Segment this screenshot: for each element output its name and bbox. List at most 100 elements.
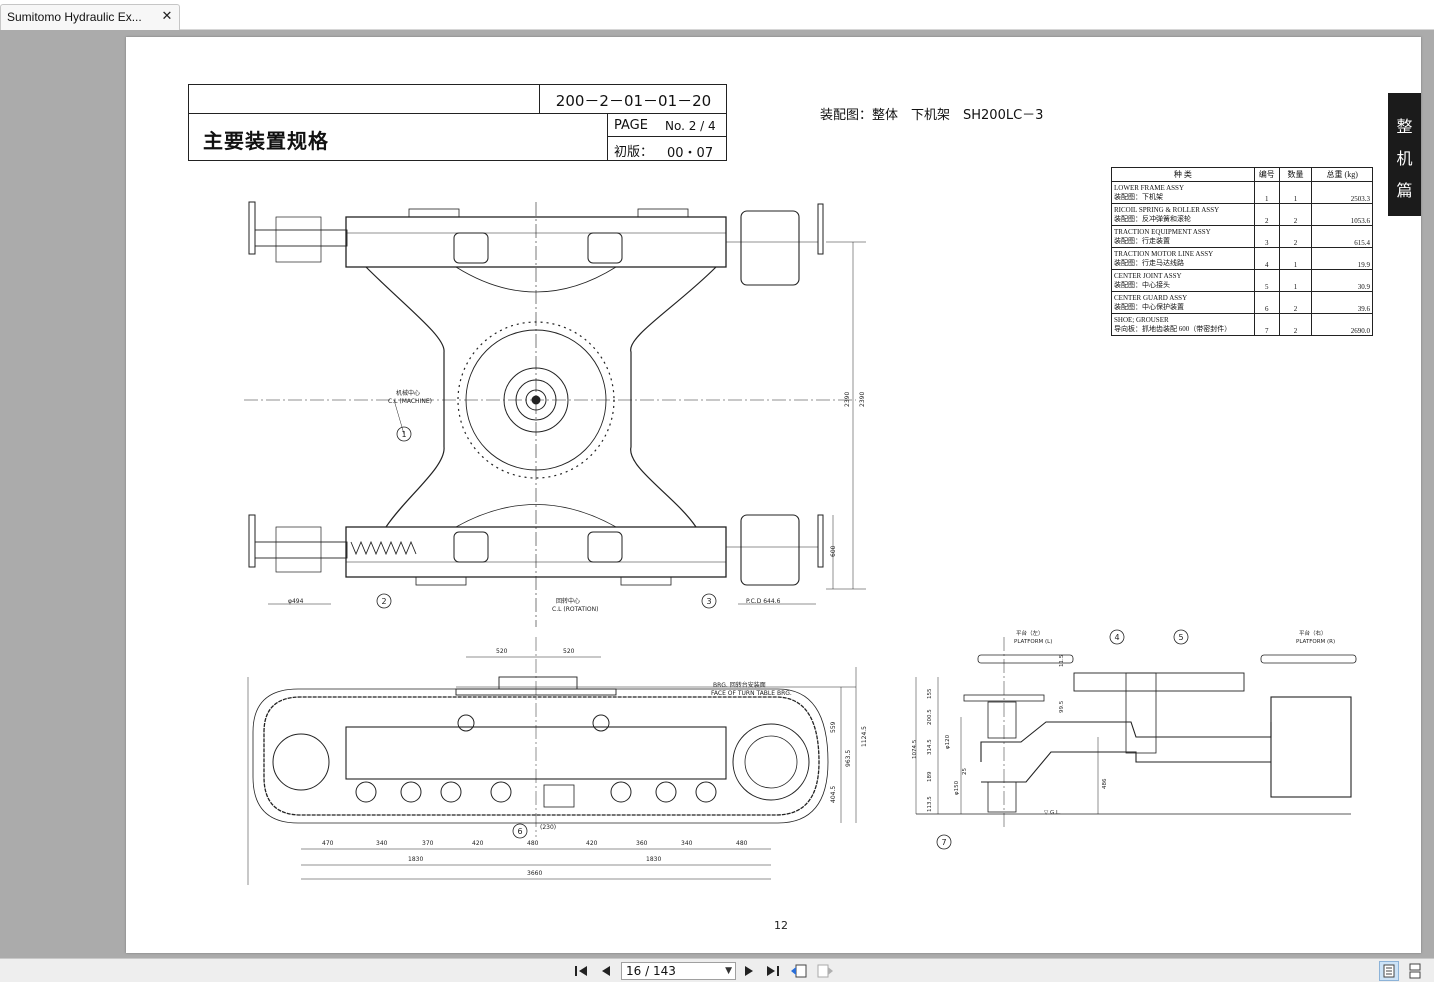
- lower-frame-top-view: [244, 201, 866, 627]
- dim-3660: 3660: [527, 870, 542, 877]
- tab-title: Sumitomo Hydraulic Ex...: [7, 10, 142, 24]
- printed-page-number: 12: [774, 919, 788, 932]
- single-page-view-button[interactable]: [1379, 961, 1399, 981]
- platform-right-en: PLATFORM (R): [1296, 639, 1335, 645]
- doc-number: 200－2－01－01－20: [555, 92, 712, 110]
- part-name-en: TRACTION MOTOR LINE ASSY: [1114, 249, 1214, 258]
- dim-559: 559: [830, 721, 837, 733]
- track-side-view: [247, 637, 857, 885]
- part-no: 6: [1253, 291, 1280, 314]
- part-name-cn: 装配图：行走装置: [1114, 236, 1170, 245]
- part-no: 1: [1253, 181, 1280, 204]
- chevron-down-icon[interactable]: ▼: [725, 966, 732, 976]
- dim-2390-b: 2390: [859, 392, 866, 407]
- part-name-en: LOWER FRAME ASSY: [1114, 183, 1185, 192]
- platform-left: 平台（左）: [1016, 629, 1044, 637]
- callout-1: 1: [401, 430, 406, 439]
- rear-dim-314-5: 314.5: [927, 739, 933, 755]
- brg-note: BRG. 回转台安装面: [713, 681, 766, 689]
- next-page-button[interactable]: [739, 961, 759, 981]
- go-back-icon: [791, 964, 807, 978]
- previous-page-icon: [602, 966, 610, 976]
- close-icon[interactable]: ✕: [161, 9, 173, 24]
- last-page-icon: [767, 966, 779, 976]
- section-side-tab: 整 机 篇: [1388, 93, 1421, 216]
- rear-dim-200-5: 200.5: [927, 709, 933, 725]
- callout-2: 2: [381, 597, 386, 606]
- cl-machine-en: C.L (MACHINE): [388, 398, 432, 405]
- page-no: No. 2 / 4: [665, 119, 716, 133]
- assembly-caption: 装配图：整体 下机架 SH200LC－3: [820, 108, 1044, 123]
- rear-dim-1074-5: 1074.5: [912, 739, 918, 759]
- continuous-view-button[interactable]: [1405, 961, 1425, 981]
- callout-5: 5: [1178, 633, 1183, 642]
- dim-963-5: 963.5: [845, 750, 852, 767]
- title-block: 200－2－01－01－20 主要装置规格 PAGE No. 2 / 4 初版：…: [188, 84, 727, 161]
- page-number-field[interactable]: 16 / 143 ▼: [621, 962, 736, 980]
- dim-bottom-3: 370: [422, 840, 434, 847]
- platform-left-en: PLATFORM (L): [1014, 639, 1052, 645]
- dim-2390-a: 2390: [844, 392, 851, 407]
- forward-view-button[interactable]: [815, 961, 835, 981]
- part-name-cn: 装配图：行走马达线路: [1114, 258, 1184, 267]
- part-name-en: SHOE; GROUSER: [1114, 315, 1169, 324]
- side-tab-char-1: 整: [1396, 117, 1413, 136]
- rear-dim-99-5: 99.5: [1059, 700, 1065, 713]
- cl-rotation-en: C.L (ROTATION): [552, 606, 598, 613]
- rear-dim-phi150: φ150: [954, 780, 960, 795]
- rear-dim-189: 189: [927, 771, 933, 782]
- part-name-cn: 装配图：中心保护装置: [1114, 302, 1184, 311]
- dim-bottom-9: 480: [736, 840, 748, 847]
- dim-600: 600: [830, 545, 837, 557]
- rear-dim-25: 25: [962, 768, 968, 775]
- part-name-cn: 装配图：中心接头: [1114, 280, 1170, 289]
- rear-dim-486: 486: [1102, 778, 1108, 789]
- ground-line: ▽ G.L.: [1044, 810, 1061, 816]
- first-page-button[interactable]: [571, 961, 591, 981]
- engineering-drawing: 机械中心 C.L (MACHINE) 回转中心 C.L (ROTATION) φ…: [244, 201, 1357, 885]
- page-label: PAGE: [614, 118, 648, 133]
- last-page-button[interactable]: [763, 961, 783, 981]
- callout-4: 4: [1114, 633, 1119, 642]
- callout-6: 6: [517, 827, 522, 836]
- dim-1830-a: 1830: [408, 856, 423, 863]
- edition-date: 00・07: [667, 146, 714, 161]
- dim-bottom-7: 360: [636, 840, 648, 847]
- part-name-cn: 装配图：反冲弹簧和滚轮: [1114, 214, 1191, 223]
- document-tab[interactable]: Sumitomo Hydraulic Ex... ✕: [0, 4, 180, 30]
- previous-page-button[interactable]: [596, 961, 616, 981]
- dim-520-b: 520: [563, 648, 575, 655]
- platform-right: 平台（右）: [1299, 629, 1327, 637]
- side-tab-char-2: 机: [1396, 149, 1413, 168]
- rear-dim-155: 155: [927, 688, 933, 699]
- dim-230: (230): [540, 824, 556, 831]
- part-no: 7: [1253, 313, 1280, 336]
- part-name-cn: 装配图：下机架: [1114, 192, 1163, 201]
- dim-bottom-6: 420: [586, 840, 598, 847]
- part-name-en: RICOIL SPRING & ROLLER ASSY: [1114, 205, 1220, 214]
- dim-bottom-8: 340: [681, 840, 693, 847]
- dim-1830-b: 1830: [646, 856, 661, 863]
- part-no: 2: [1253, 203, 1280, 226]
- document-page: 200－2－01－01－20 主要装置规格 PAGE No. 2 / 4 初版：…: [126, 37, 1421, 953]
- tab-bar: Sumitomo Hydraulic Ex... ✕: [0, 0, 1434, 30]
- dim-phi494: φ494: [288, 598, 304, 605]
- back-view-button[interactable]: [789, 961, 809, 981]
- cl-rotation-cn: 回转中心: [556, 597, 580, 605]
- header-no: 编号: [1253, 167, 1280, 182]
- dim-404-5: 404.5: [830, 786, 837, 803]
- cl-machine-cn: 机械中心: [396, 389, 420, 397]
- rear-dim-113-5: 113.5: [927, 796, 933, 812]
- side-tab-char-3: 篇: [1396, 181, 1413, 200]
- next-page-icon: [745, 966, 753, 976]
- edition-label: 初版：: [614, 145, 654, 160]
- rear-dim-phi120: φ120: [945, 734, 951, 749]
- page-number-value: 16 / 143: [626, 964, 676, 978]
